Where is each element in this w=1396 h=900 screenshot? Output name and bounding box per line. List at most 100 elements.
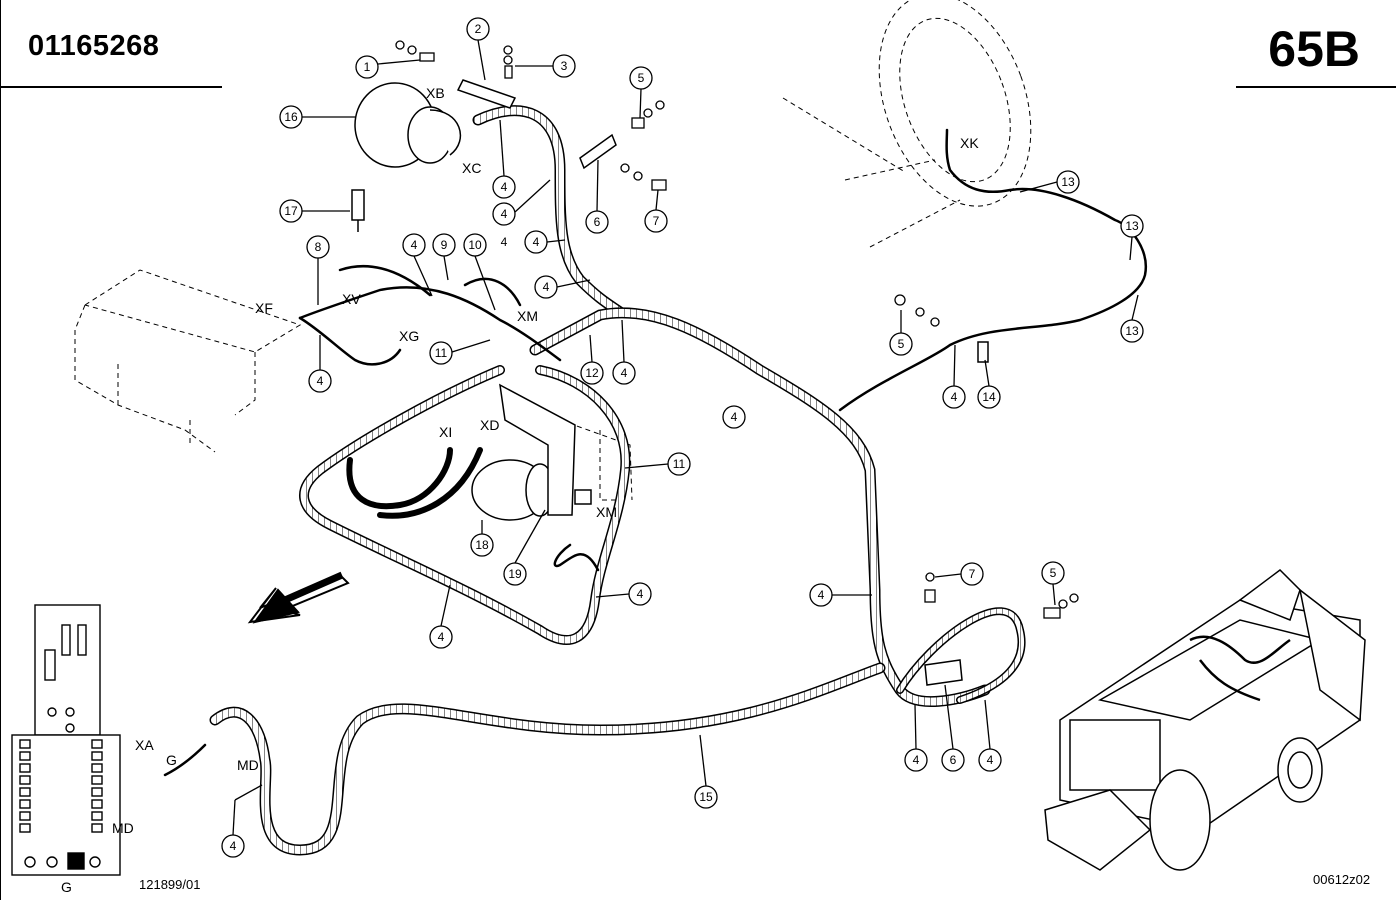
- callout-4m: [904, 704, 928, 772]
- drawing-code-left: 121899/01: [139, 877, 201, 892]
- callout-7b: [934, 562, 984, 586]
- callout-number: 4: [731, 410, 738, 424]
- callout-number: 3: [561, 59, 568, 73]
- callout-number: 7: [653, 214, 660, 228]
- callout-number: 4: [438, 630, 445, 644]
- connector-label-xm-upper: XM: [517, 308, 538, 324]
- callout-number: 13: [1125, 219, 1139, 233]
- callout-9: [432, 233, 456, 281]
- callout-number: 5: [1050, 566, 1057, 580]
- callout-number: 4: [621, 366, 628, 380]
- callout-number: 4: [987, 753, 994, 767]
- callout-4o: [221, 784, 263, 858]
- direction-arrow-icon: [247, 571, 350, 624]
- callout-4j: [595, 582, 652, 606]
- callout-number: 6: [950, 753, 957, 767]
- component-19-relay-bracket: [499, 383, 592, 516]
- callout-11a: [429, 339, 491, 365]
- callout-13a: [1019, 170, 1080, 194]
- component-6-upper-bracket: [579, 133, 617, 170]
- callout-4i: [722, 405, 746, 429]
- callout-15: [694, 734, 718, 809]
- connector-label-md-harness: MD: [237, 757, 259, 773]
- callout-number: 18: [475, 538, 489, 552]
- connector-label-xf: XF: [255, 300, 273, 316]
- callout-number: 8: [315, 240, 322, 254]
- callout-number: 11: [673, 457, 686, 471]
- callout-4a: [492, 119, 516, 199]
- connector-label-xg: XG: [399, 328, 419, 344]
- callout-19: [503, 509, 546, 586]
- callout-5c: [1041, 561, 1065, 606]
- callout-number: 9: [441, 238, 448, 252]
- callout-6a: [585, 159, 609, 234]
- component-18-motor: [471, 459, 555, 521]
- sheet-number: 65B: [1268, 21, 1360, 77]
- callout-4l: [809, 583, 872, 607]
- callout-4h: [942, 344, 966, 409]
- callout-number: 10: [468, 238, 482, 252]
- callout-number: 4: [501, 180, 508, 194]
- fasteners: [395, 40, 1079, 619]
- callout-number: 16: [284, 110, 298, 124]
- callout-number: 4: [913, 753, 920, 767]
- callout-numbers: 1 2 3 5 16 4 4 6 7 4 17 8 4 9 10 4 11 12…: [230, 22, 1139, 853]
- callout-number: 15: [699, 790, 713, 804]
- callout-number: 4: [501, 235, 508, 249]
- callout-number: 13: [1061, 175, 1075, 189]
- callout-number: 5: [638, 71, 645, 85]
- component-2-bracket: [456, 79, 517, 109]
- callout-4k: [429, 584, 453, 649]
- callout-number: 19: [508, 567, 522, 581]
- callout-4f: [612, 319, 636, 385]
- callout-balloons: [221, 17, 1144, 858]
- connector-label-xm-lower: XM: [596, 504, 617, 520]
- callout-number: 4: [317, 374, 324, 388]
- callout-7a: [644, 189, 668, 233]
- component-16-horn: [354, 82, 461, 168]
- callout-number: 4: [818, 588, 825, 602]
- connector-label-g-harness: G: [166, 752, 177, 768]
- harness-cables: [163, 105, 1148, 856]
- connector-label-xd: XD: [480, 417, 499, 433]
- callout-4d: [524, 230, 566, 254]
- callout-number: 2: [475, 22, 482, 36]
- callout-number: 11: [435, 346, 448, 360]
- callout-number: 7: [969, 567, 976, 581]
- component-14-clip: [977, 341, 989, 363]
- callout-18: [470, 520, 494, 557]
- connector-label-xv: XV: [342, 291, 361, 307]
- callout-number: 5: [898, 337, 905, 351]
- callout-number: 13: [1125, 324, 1139, 338]
- callout-8: [306, 235, 330, 305]
- component-6-lower-bracket: [924, 659, 963, 686]
- callout-2: [466, 17, 490, 81]
- component-17-sensor: [351, 189, 365, 232]
- callout-number: 17: [284, 204, 298, 218]
- callout-4b: [492, 179, 551, 226]
- connector-label-g-panel: G: [61, 879, 72, 895]
- callout-number: 4: [411, 238, 418, 252]
- electrical-panel: [11, 604, 121, 876]
- callout-number: 4: [951, 390, 958, 404]
- connector-label-xc: XC: [462, 160, 481, 176]
- part-number-title: 01165268: [28, 30, 160, 62]
- callout-10: [463, 233, 496, 311]
- callout-6b: [941, 684, 965, 772]
- callout-1: [355, 55, 421, 79]
- callout-4c: [402, 233, 433, 297]
- callout-11b: [624, 452, 691, 476]
- background-outlines: [74, 0, 1032, 501]
- callout-number: 12: [585, 366, 599, 380]
- drawing-code-right: 00612z02: [1313, 872, 1371, 887]
- callout-3: [515, 54, 576, 78]
- callout-number: 4: [501, 207, 508, 221]
- callout-number: 14: [982, 390, 996, 404]
- connector-label-xb: XB: [426, 85, 445, 101]
- callout-13c: [1120, 294, 1144, 343]
- callout-number: 4: [543, 280, 550, 294]
- connector-labels: XB XC XK XF XV XG XM XM XI XD XA G MD MD…: [61, 85, 979, 895]
- callout-5a: [629, 66, 653, 119]
- callout-5b: [889, 310, 913, 356]
